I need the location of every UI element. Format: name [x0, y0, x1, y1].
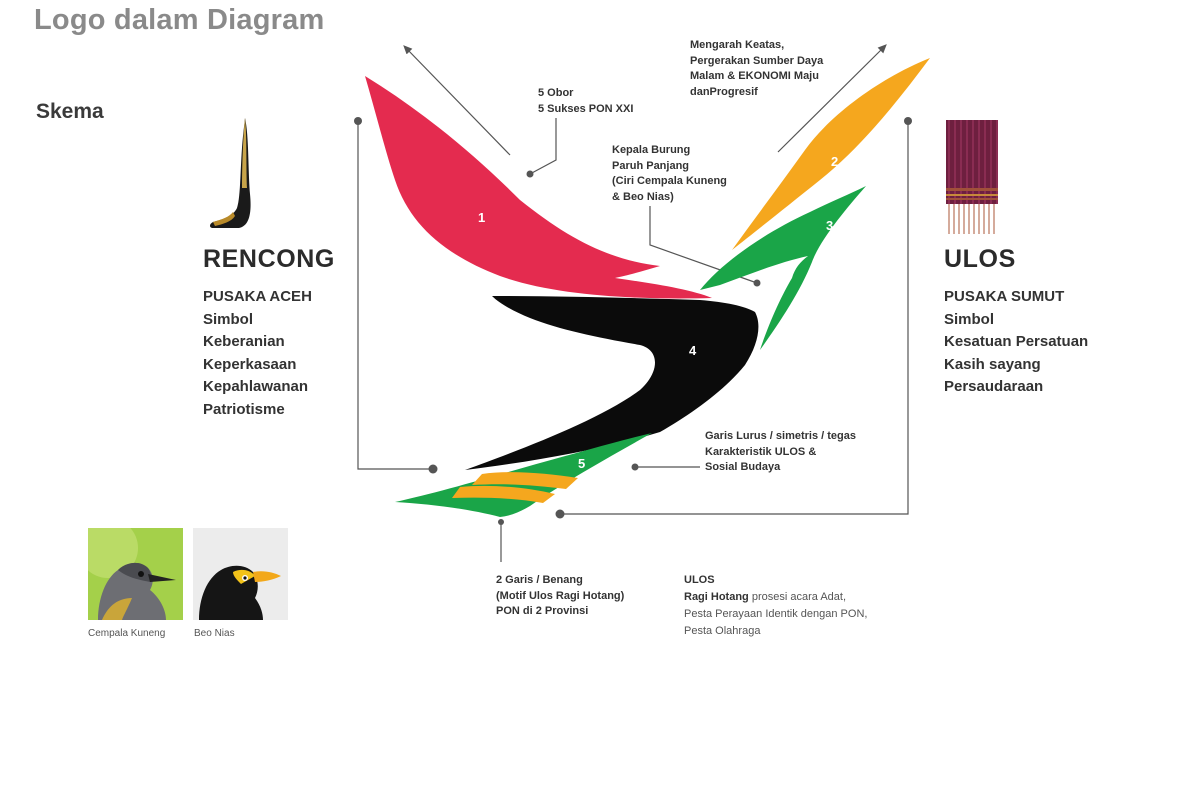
beo-caption: Beo Nias [194, 628, 235, 639]
rencong-line: Keberanian [203, 333, 285, 350]
rencong-meaning-list: PUSAKA ACEH Simbol Keberanian Keperkasaa… [203, 286, 312, 421]
arrow-right [777, 44, 887, 153]
part-number-5: 5 [578, 456, 585, 471]
rencong-heading: RENCONG [203, 245, 335, 273]
annotation-garis: Garis Lurus / simetris / tegas Karakteri… [705, 430, 857, 473]
rencong-line: PUSAKA ACEH [203, 288, 312, 305]
ulos-line: Simbol [944, 310, 995, 328]
connector-lines [357, 44, 909, 562]
annotation-ulos: ULOS Ragi Hotang prosesi acara Adat, Pes… [684, 574, 868, 637]
ulos-line: Persaudaraan [944, 378, 1044, 395]
annotation-benang: 2 Garis / Benang (Motif Ulos Ragi Hotang… [496, 574, 625, 617]
obor-leader [529, 118, 557, 175]
ulos-line: Kasih sayang [944, 355, 1041, 373]
beo-nias-photo [193, 528, 288, 620]
cempala-caption: Cempala Kuneng [88, 628, 166, 639]
tail-stripe [472, 472, 578, 489]
rencong-dagger-icon [210, 118, 251, 228]
rencong-connector [357, 121, 433, 470]
rencong-line: Kepahlawanan [203, 378, 309, 395]
annotation-ulos-title: ULOS [684, 574, 715, 586]
rencong-line: Keperkasaan [203, 355, 297, 373]
part-number-2: 2 [831, 154, 838, 169]
arrow-left [403, 45, 511, 156]
rencong-line: Patriotisme [203, 400, 285, 418]
part-number-3: 3 [826, 218, 833, 233]
tail-stripe [452, 485, 555, 503]
cempala-bird-icon [88, 528, 183, 620]
ulos-cloth-icon [946, 120, 998, 234]
section-label: Skema [36, 100, 104, 123]
part-number-1: 1 [478, 210, 485, 225]
logo-part-green-wing [700, 186, 866, 350]
annotation-obor: 5 Obor 5 Sukses PON XXI [538, 87, 634, 115]
annotation-ulos-bold: Ragi Hotang [684, 591, 749, 603]
beo-bird-icon [193, 528, 288, 620]
ulos-line: PUSAKA SUMUT [944, 288, 1065, 305]
ulos-line: Kesatuan Persatuan [944, 333, 1089, 350]
logo-part-red-wing [365, 76, 712, 299]
cempala-kuneng-photo [88, 528, 183, 620]
rencong-line: Simbol [203, 310, 254, 328]
ulos-meaning-list: PUSAKA SUMUT Simbol Kesatuan Persatuan K… [944, 286, 1088, 399]
logo-part-black-body [465, 296, 759, 470]
annotation-kepala: Kepala Burung Paruh Panjang (Ciri Cempal… [612, 144, 727, 203]
page-title: Logo dalam Diagram [34, 4, 325, 36]
part-number-4: 4 [689, 343, 697, 358]
ulos-heading: ULOS [944, 245, 1016, 273]
annotation-arah: Mengarah Keatas, Pergerakan Sumber Daya … [690, 39, 824, 98]
ulos-connector [560, 121, 909, 515]
logo-part-orange-wing [732, 58, 930, 250]
